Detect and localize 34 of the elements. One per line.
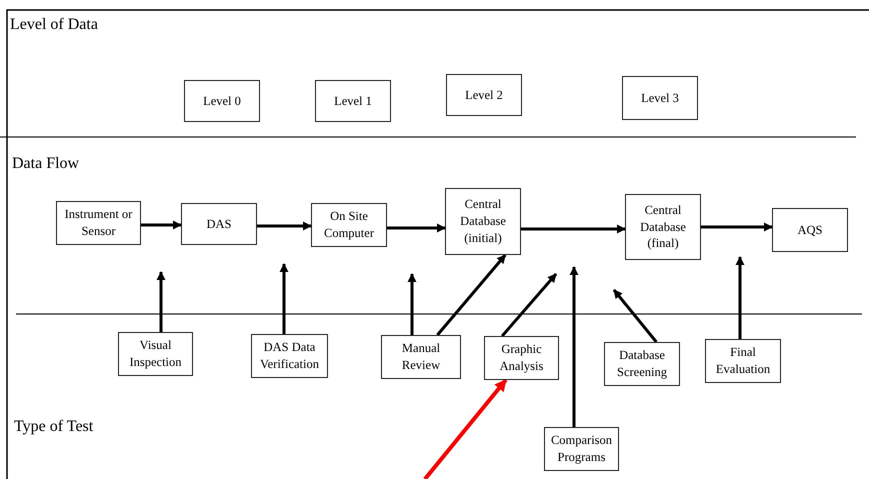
process-box: DAS Data Verification	[251, 334, 328, 378]
section-heading: Type of Test	[14, 418, 94, 436]
arrow	[436, 254, 506, 336]
process-box: On Site Computer	[311, 203, 387, 247]
process-box: Visual Inspection	[118, 332, 193, 376]
arrow	[423, 378, 508, 479]
arrow	[280, 263, 288, 334]
process-box: Comparison Programs	[544, 427, 619, 471]
process-box: Final Evaluation	[705, 339, 781, 383]
section-heading: Level of Data	[10, 16, 98, 34]
process-box: Database Screening	[604, 342, 680, 386]
process-box: Level 0	[184, 80, 260, 122]
process-box: Instrument or Sensor	[56, 201, 141, 245]
process-box: Central Database (final)	[625, 194, 701, 260]
arrow	[387, 224, 446, 232]
process-box: AQS	[772, 208, 848, 252]
process-box: Manual Review	[381, 335, 461, 379]
process-box: DAS	[181, 203, 257, 245]
arrow	[257, 222, 312, 230]
process-box: Level 2	[446, 74, 522, 116]
arrow	[408, 273, 416, 335]
arrow	[156, 271, 166, 332]
arrow	[612, 289, 658, 343]
process-box: Level 3	[622, 76, 698, 120]
arrow	[521, 224, 626, 234]
arrow	[570, 266, 578, 427]
arrow	[501, 273, 558, 337]
section-heading: Data Flow	[12, 155, 80, 173]
arrow	[141, 220, 182, 230]
process-box: Level 1	[315, 80, 391, 122]
process-box: Central Database (initial)	[445, 188, 521, 255]
process-box: Graphic Analysis	[484, 336, 559, 380]
arrow	[701, 222, 773, 232]
arrow	[736, 256, 744, 339]
